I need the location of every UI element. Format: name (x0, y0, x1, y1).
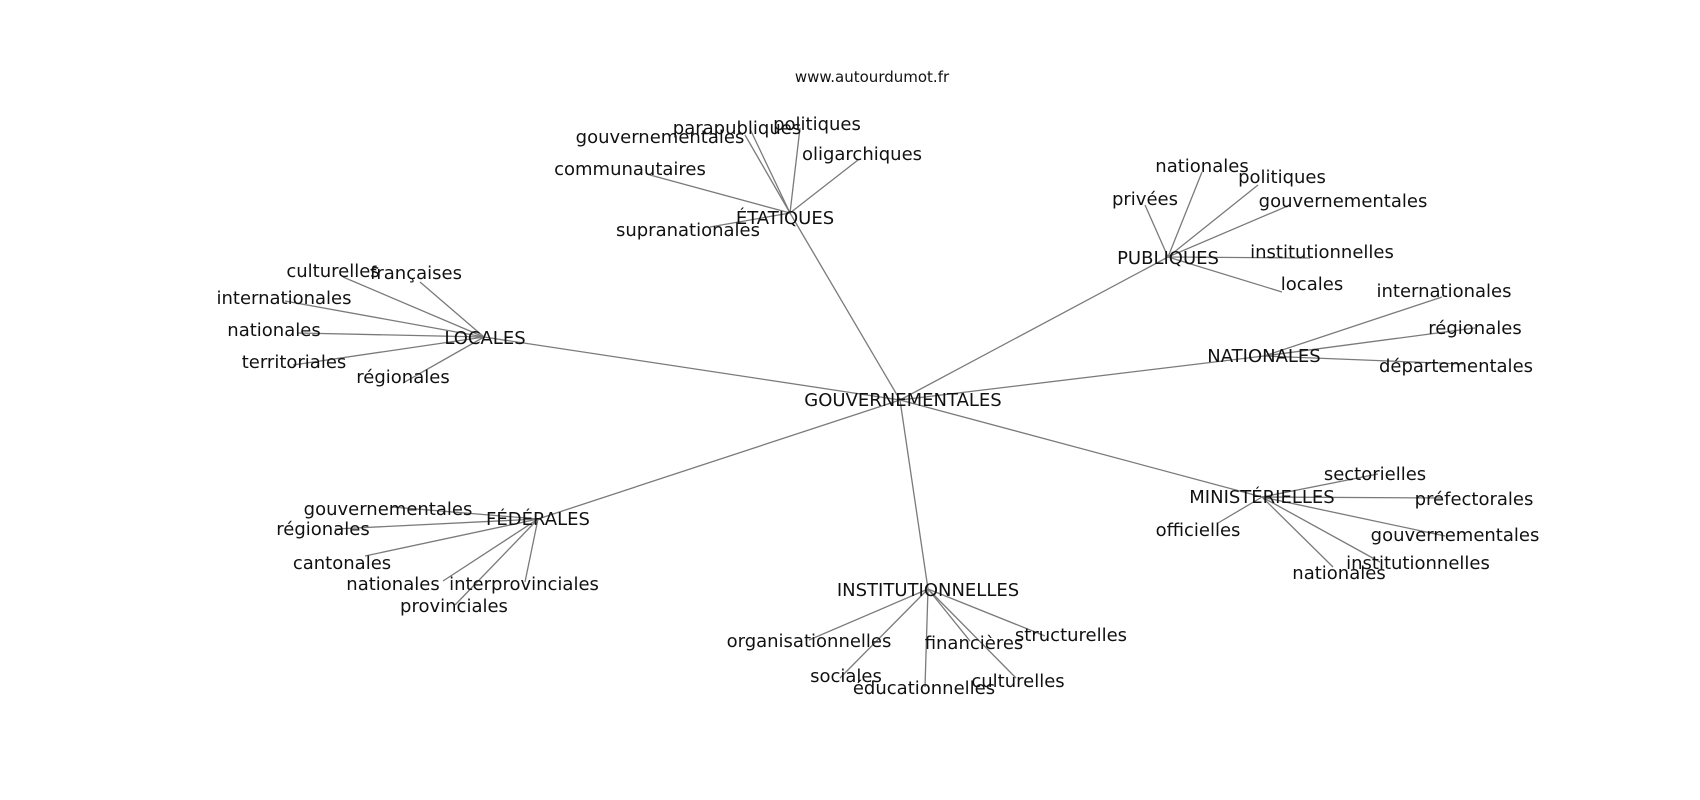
node-root-gouvernementales: GOUVERNEMENTALES (804, 390, 1001, 411)
node-ministerielles-officielles: officielles (1156, 520, 1241, 541)
edge-ministerielles-prefectorales (1261, 496, 1443, 499)
edge-root-institutionnelles (899, 399, 929, 590)
edge-federales-provinciales (454, 518, 539, 606)
node-publiques-nationales: nationales (1155, 156, 1248, 177)
edge-publiques-politiques (1167, 184, 1259, 258)
edge-ministerielles-sectorielles (1261, 473, 1379, 498)
node-publiques-institutionnelles: institutionnelles (1250, 242, 1394, 263)
edge-institutionnelles-culturelles (927, 588, 1017, 679)
node-etatiques-politiques: politiques (773, 114, 861, 135)
node-ministerielles-nationales: nationales (1292, 563, 1385, 584)
node-institutionnelles: INSTITUTIONNELLES (837, 580, 1019, 601)
node-etatiques-oligarchiques: oligarchiques (802, 144, 922, 165)
node-publiques: PUBLIQUES (1117, 248, 1219, 269)
node-institutionnelles-culturelles: culturelles (971, 671, 1064, 692)
edge-ministerielles-institutionnelles (1261, 496, 1381, 563)
node-federales-regionales: régionales (276, 519, 369, 540)
source-watermark: www.autourdumot.fr (795, 68, 950, 86)
node-nationales-departementales: départementales (1379, 356, 1533, 377)
node-locales-regionales: régionales (356, 367, 449, 388)
node-institutionnelles-financieres: financières (925, 633, 1024, 654)
graph-labels: parapubliquespolitiquesgouvernementaleso… (216, 114, 1539, 699)
node-etatiques: ÉTATIQUES (736, 207, 834, 229)
node-institutionnelles-educationnelles: éducationnelles (853, 678, 995, 699)
edge-institutionnelles-organisationnelles (808, 588, 929, 641)
edge-publiques-gouvernementales (1167, 204, 1291, 258)
edge-publiques-institutionnelles (1167, 256, 1311, 259)
node-nationales: NATIONALES (1207, 346, 1320, 367)
node-institutionnelles-organisationnelles: organisationnelles (727, 631, 892, 652)
edge-root-ministerielles (899, 399, 1263, 498)
node-etatiques-gouvernementales: gouvernementales (576, 127, 745, 148)
node-nationales-regionales: régionales (1428, 318, 1521, 339)
node-locales-nationales: nationales (227, 320, 320, 341)
node-etatiques-supranationales: supranationales (616, 220, 760, 241)
node-locales-culturelles: culturelles (286, 261, 379, 282)
node-etatiques-parapubliques: parapubliques (673, 118, 801, 139)
edge-federales-nationales (442, 518, 539, 582)
edge-root-etatiques (789, 212, 901, 401)
edge-etatiques-politiques (789, 127, 801, 214)
edge-institutionnelles-sociales (839, 588, 929, 679)
node-institutionnelles-structurelles: structurelles (1015, 625, 1127, 646)
edge-nationales-regionales (1263, 327, 1476, 357)
edge-publiques-privees (1144, 204, 1169, 258)
edge-federales-gouvernementales (391, 506, 539, 520)
edge-root-publiques (899, 256, 1169, 401)
node-institutionnelles-sociales: sociales (810, 666, 882, 687)
edge-etatiques-communautaires (649, 174, 791, 214)
edge-ministerielles-gouvernementales (1261, 496, 1446, 537)
node-nationales-internationales: internationales (1376, 281, 1511, 302)
node-federales-gouvernementales: gouvernementales (304, 499, 473, 520)
edge-publiques-locales (1167, 256, 1283, 293)
edge-etatiques-supranationales (709, 212, 791, 228)
node-etatiques-communautaires: communautaires (554, 159, 706, 180)
node-locales-internationales: internationales (216, 288, 351, 309)
node-locales: LOCALES (444, 328, 525, 349)
edge-locales-culturelles (342, 276, 485, 338)
edge-locales-regionales (402, 336, 485, 384)
node-federales-nationales: nationales (346, 574, 439, 595)
edge-nationales-departementales (1263, 355, 1464, 365)
edge-root-federales (537, 399, 901, 520)
edge-institutionnelles-educationnelles (924, 588, 929, 688)
node-locales-territoriales: territoriales (242, 352, 347, 373)
edge-federales-regionales (334, 518, 539, 530)
node-locales-francaises: françaises (370, 263, 462, 284)
node-federales-interprovinciales: interprovinciales (449, 574, 599, 595)
node-ministerielles-sectorielles: sectorielles (1324, 464, 1426, 485)
edge-locales-territoriales (292, 336, 485, 366)
node-publiques-gouvernementales: gouvernementales (1259, 191, 1428, 212)
edge-ministerielles-nationales (1261, 496, 1334, 568)
edge-institutionnelles-financieres (927, 588, 971, 642)
edge-institutionnelles-structurelles (927, 588, 1046, 637)
edge-root-locales (483, 336, 901, 401)
node-ministerielles-gouvernementales: gouvernementales (1371, 525, 1540, 546)
edge-root-nationales (899, 355, 1265, 401)
node-ministerielles-institutionnelles: institutionnelles (1346, 553, 1490, 574)
node-ministerielles-prefectorales: préfectorales (1415, 489, 1534, 510)
edge-nationales-internationales (1263, 296, 1443, 357)
edge-ministerielles-officielles (1217, 496, 1263, 524)
node-publiques-politiques: politiques (1238, 167, 1326, 188)
edge-locales-nationales (297, 332, 485, 338)
edge-locales-internationales (284, 300, 485, 338)
edge-etatiques-gouvernementales (749, 128, 791, 214)
edge-locales-francaises (419, 281, 485, 338)
node-publiques-privees: privées (1112, 189, 1178, 210)
node-publiques-locales: locales (1281, 274, 1343, 295)
graph-edges (284, 127, 1476, 688)
node-federales-provinciales: provinciales (400, 596, 508, 617)
edge-etatiques-parapubliques (744, 134, 791, 214)
edge-etatiques-oligarchiques (789, 159, 859, 214)
node-federales-cantonales: cantonales (293, 553, 391, 574)
node-ministerielles: MINISTÉRIELLES (1189, 486, 1334, 508)
node-federales: FÉDÉRALES (486, 508, 590, 530)
edge-federales-interprovinciales (524, 518, 539, 583)
edge-federales-cantonales (364, 518, 539, 557)
edge-publiques-nationales (1167, 171, 1203, 258)
